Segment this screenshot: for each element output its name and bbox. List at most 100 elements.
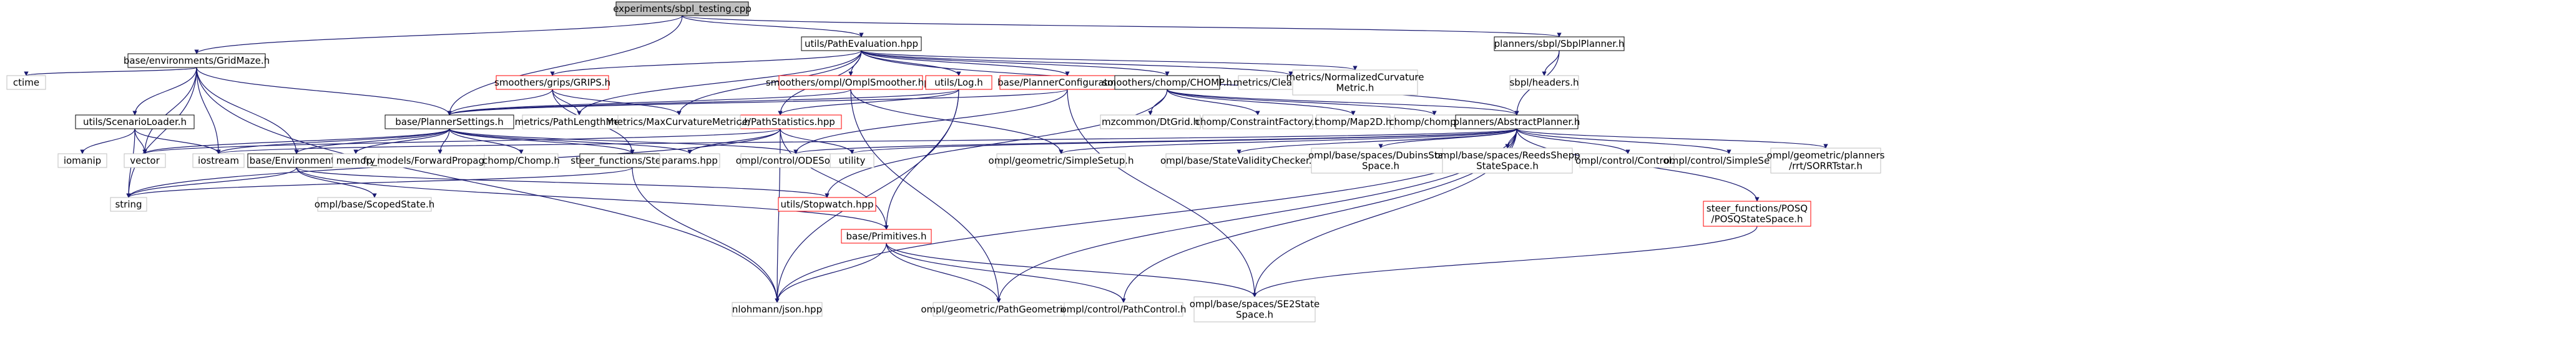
node-environment[interactable]: base/Environment.h [247,153,346,168]
node-box [830,153,874,168]
node-patheval[interactable]: utils/PathEvaluation.hpp [801,36,922,51]
node-label: base/PlannerSettings.h [395,116,503,128]
edge-root-to-plannersettings [447,15,683,116]
edge-plannerconfig-to-plannersettings [447,89,1068,116]
edge-scenarioloader-to-iomanip [80,128,135,154]
node-control_control[interactable]: ompl/control/Control.h [1575,153,1680,168]
node-iostream[interactable]: iostream [192,153,245,168]
edge-patheval-to-normcurv [861,50,1358,71]
node-box [6,75,46,90]
node-json[interactable]: nlohmann/json.hpp [732,302,823,317]
edge-gridmaze-to-iostream [196,67,221,154]
node-box [1114,75,1220,90]
edge-chompfile-to-abstractplanner [1167,89,1519,116]
node-params[interactable]: params.hpp [659,153,720,168]
node-label: smoothers/chomp/CHOMP.h [1102,77,1232,88]
node-box [75,114,195,129]
node-utility[interactable]: utility [830,153,874,168]
node-chomp_chomp[interactable]: chomp/Chomp.h [482,153,560,168]
node-scenarioloader[interactable]: utils/ScenarioLoader.h [75,114,195,129]
edge-environment-to-stopwatch [296,167,830,198]
node-maxcurv[interactable]: metrics/MaxCurvatureMetric.h [608,114,750,129]
node-label: smoothers/ompl/OmplSmoother.hpp [766,77,936,88]
node-label: StateSpace.h [1476,161,1539,172]
node-ctime[interactable]: ctime [6,75,46,90]
node-sbplheaders[interactable]: sbpl/headers.h [1509,75,1579,90]
node-scopedstate[interactable]: ompl/base/ScopedState.h [315,197,435,212]
node-vector[interactable]: vector [124,153,166,168]
edge-primitives-to-se2 [886,242,1257,298]
node-abstractplanner[interactable]: planners/AbstractPlanner.h [1454,114,1580,129]
node-plannersettings[interactable]: base/PlannerSettings.h [384,114,514,129]
node-pathstats[interactable]: base/PathStatistics.hpp [718,114,842,129]
edge-ompl_smoother-to-pathgeometric [850,89,1001,303]
edge-posq-to-se2 [1252,226,1758,298]
node-label: fp_models/ForwardPropagation.h [363,155,517,167]
node-odesolver[interactable]: ompl/control/ODESolver.h [736,153,856,168]
edge-abstractplanner-to-control_simplesetup [1516,128,1731,154]
node-label: ompl/control/PathControl.h [1060,304,1186,315]
node-label: metrics/PathLengthMetric.h [515,116,644,128]
node-memory[interactable]: memory [332,153,380,168]
node-label: base/Primitives.h [846,231,927,242]
edge-root-to-gridmaze [194,15,683,54]
node-statevalidity[interactable]: ompl/base/StateValidityChecker.h [1160,153,1318,168]
node-chomp_constraint[interactable]: chomp/ConstraintFactory.h [1195,114,1321,129]
edge-gridmaze-to-json [196,67,780,303]
node-stopwatch[interactable]: utils/Stopwatch.hpp [778,197,876,212]
node-box [732,302,823,317]
node-root[interactable]: experiments/sbpl_testing.cpp [613,1,752,16]
node-mzcommon[interactable]: mzcommon/DtGrid.h [1100,114,1201,129]
node-control_simplesetup[interactable]: ompl/control/SimpleSetup.h [1664,153,1795,168]
node-chomp_map2d[interactable]: chomp/Map2D.h [1315,114,1392,129]
node-pathgeometric[interactable]: ompl/geometric/PathGeometric.h [921,302,1077,317]
node-sorrtstar[interactable]: ompl/geometric/planners/rrt/SORRTstar.h [1767,148,1885,174]
edge-patheval-to-chompfile [861,50,1170,76]
node-pathlength[interactable]: metrics/PathLengthMetric.h [515,114,644,129]
edge-abstractplanner-to-control_control [1516,128,1630,154]
node-box [1100,114,1201,129]
node-string[interactable]: string [110,197,147,212]
node-pathcontrol[interactable]: ompl/control/PathControl.h [1060,302,1187,317]
node-label: string [115,199,142,210]
edge-gridmaze-to-environment [196,67,299,154]
node-label: /rrt/SORRTstar.h [1789,161,1863,172]
node-label: ompl/base/ScopedState.h [315,199,435,210]
node-posq[interactable]: steer_functions/POSQ/POSQStateSpace.h [1703,201,1811,227]
node-label: utils/Stopwatch.hpp [780,199,873,210]
node-simplesetup[interactable]: ompl/geometric/SimpleSetup.h [989,153,1134,168]
node-label: experiments/sbpl_testing.cpp [613,3,752,15]
edge-plannersettings-to-chomp_chomp [449,128,524,154]
node-label: iostream [198,155,239,166]
edge-root-to-sbplplanner [682,15,1562,38]
node-iomanip[interactable]: iomanip [57,153,107,168]
node-chompfile[interactable]: smoothers/chomp/CHOMP.h [1102,75,1232,90]
edge-smoothers_grips-to-plannersettings [447,89,553,116]
edge-chompfile-to-stopwatch [825,89,1168,198]
node-box [1455,114,1579,129]
node-box [1292,69,1418,96]
node-box [1509,75,1579,90]
node-primitives[interactable]: base/Primitives.h [841,229,932,244]
node-label: ompl/control/ODESolver.h [736,155,856,166]
node-label: nlohmann/json.hpp [732,304,822,315]
node-sbplplanner[interactable]: planners/sbpl/SbplPlanner.h [1494,36,1625,51]
node-plannerconfig[interactable]: base/PlannerConfigurator.hpp [997,75,1137,90]
node-box [1316,114,1391,129]
node-box [778,75,923,90]
node-label: iomanip [64,155,101,166]
node-smoothers_grips[interactable]: smoothers/grips/GRIPS.h [494,75,610,90]
node-box [1064,302,1183,317]
node-label: ompl/geometric/SimpleSetup.h [989,155,1134,166]
node-ompl_smoother[interactable]: smoothers/ompl/OmplSmoother.hpp [766,75,936,90]
node-utils_log[interactable]: utils/Log.h [925,75,992,90]
node-gridmaze[interactable]: base/environments/GridMaze.h [124,53,270,68]
node-label: chomp/Chomp.h [482,155,560,166]
edge-steering-to-string [126,167,633,198]
node-label: ompl/base/spaces/ReedsShepp [1434,150,1580,161]
